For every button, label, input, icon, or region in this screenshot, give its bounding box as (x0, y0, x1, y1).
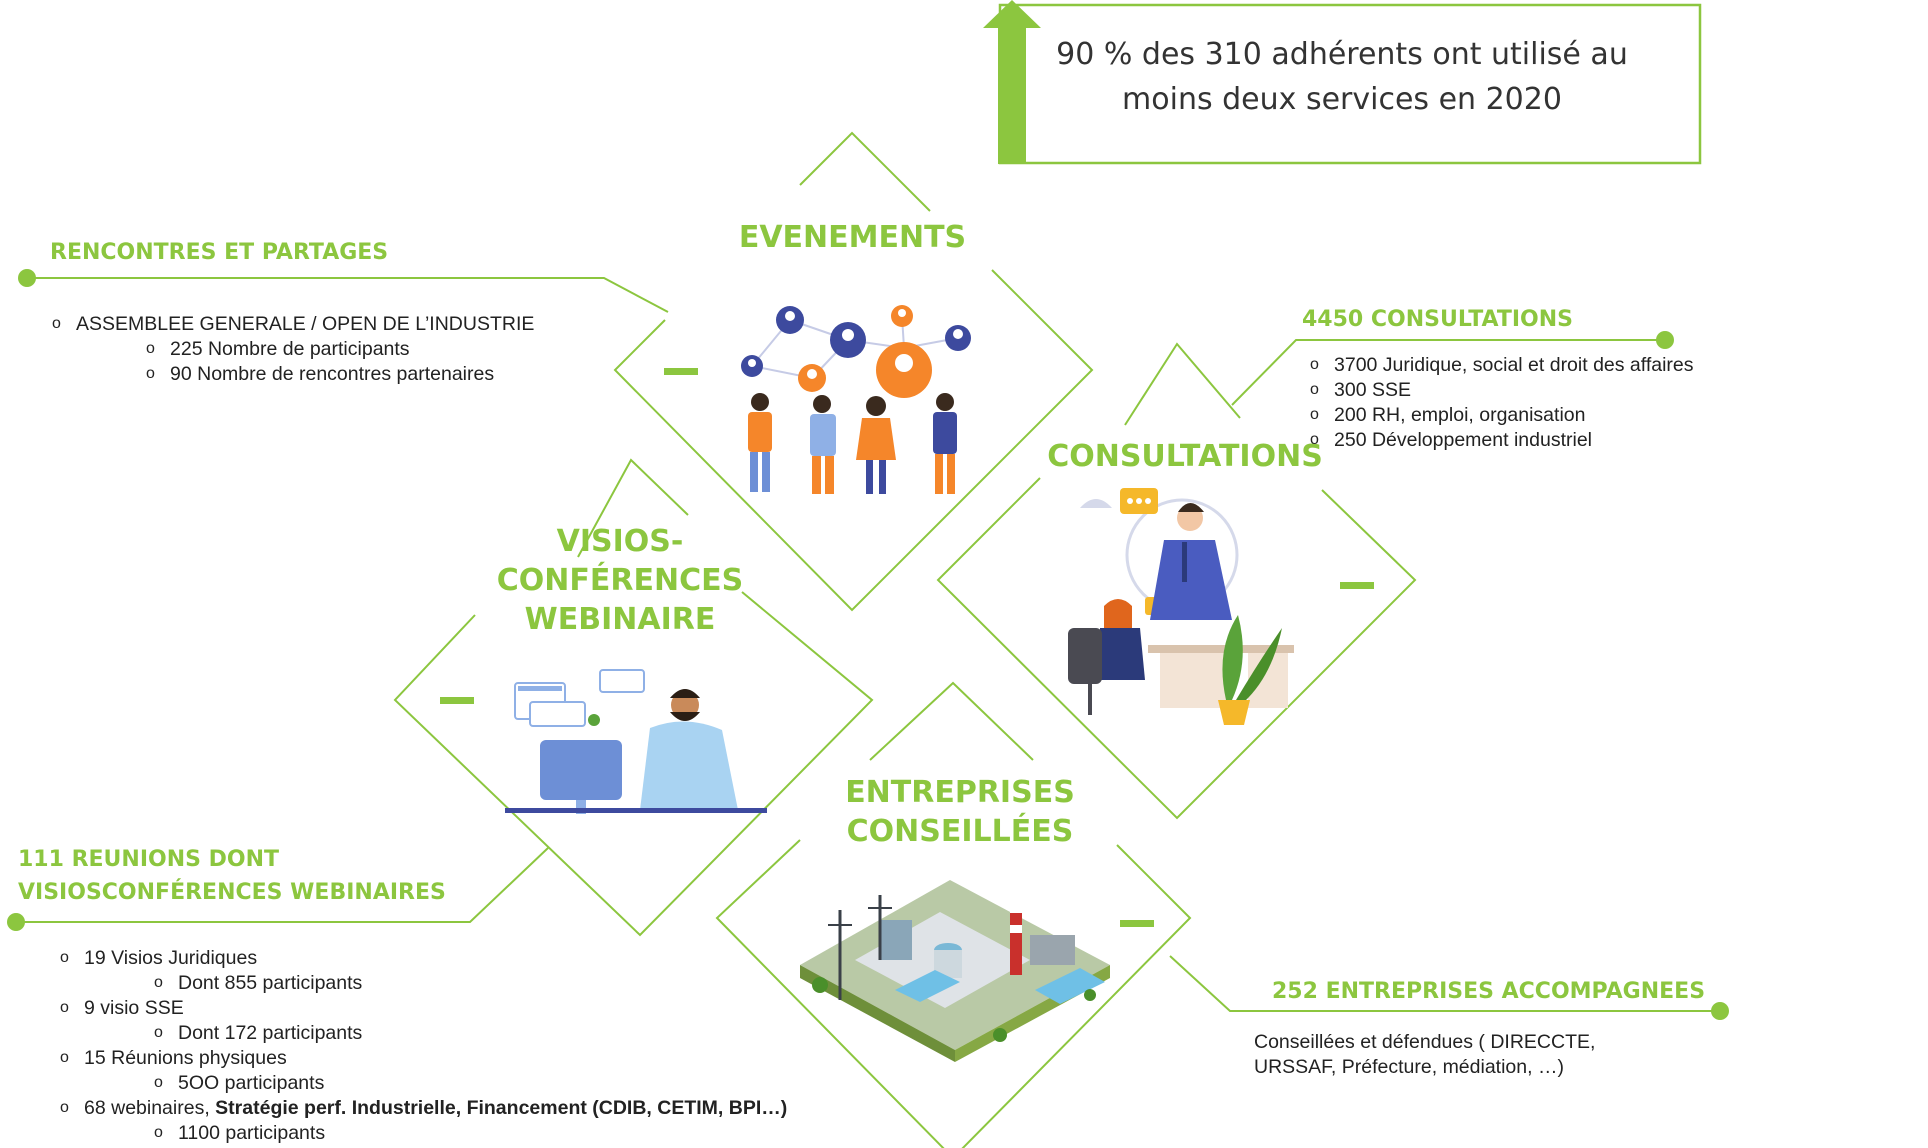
title-entreprises-line: CONSEILLÉES (846, 814, 1074, 849)
title-consultations: CONSULTATIONS (1047, 439, 1323, 474)
office-illustration (1068, 488, 1294, 725)
consultations-list: 3700 Juridique, social et droit des affa… (1310, 352, 1770, 453)
list-item-label: ASSEMBLEE GENERALE / OPEN DE L’INDUSTRIE (76, 313, 535, 335)
list-subitem: 225 Nombre de participants (146, 336, 612, 362)
reunions-title-line: 111 REUNIONS DONT (18, 847, 280, 872)
list-item: 9 visio SSE Dont 172 participants (60, 995, 880, 1046)
up-arrow-icon (983, 0, 1041, 164)
people-network-illustration (741, 305, 971, 494)
list-item-label: 15 Réunions physiques (84, 1047, 287, 1069)
connector-dot (18, 269, 36, 287)
list-item: 68 webinaires, Stratégie perf. Industrie… (60, 1095, 880, 1146)
entreprises-text-line: URSSAF, Préfecture, médiation, …) (1254, 1056, 1564, 1078)
list-subitem: 90 Nombre de rencontres partenaires (146, 361, 612, 387)
title-entreprises-line: ENTREPRISES (845, 775, 1075, 810)
list-item: 3700 Juridique, social et droit des affa… (1310, 352, 1770, 378)
entreprises-title: 252 ENTREPRISES ACCOMPAGNEES (1272, 979, 1706, 1004)
dash-marker (664, 368, 698, 375)
diamond-evenements-edge (799, 131, 931, 212)
diamond-entreprises-edge (869, 681, 1034, 761)
title-visios-line: CONFÉRENCES (496, 563, 744, 598)
diamond-evenements-edge (613, 269, 1094, 612)
list-item: 19 Visios Juridiques Dont 855 participan… (60, 945, 880, 996)
entreprises-text-line: Conseillées et défendues ( DIRECCTE, (1254, 1031, 1596, 1053)
list-subitem: Dont 172 participants (154, 1020, 880, 1046)
dash-marker (1120, 920, 1154, 927)
diamond-visios-edge (393, 591, 874, 937)
list-item: ASSEMBLEE GENERALE / OPEN DE L’INDUSTRIE… (52, 311, 612, 387)
entreprises-text: Conseillées et défendues ( DIRECCTE, URS… (1254, 1030, 1774, 1080)
dash-marker (440, 697, 474, 704)
diamond-consultations-edge (1124, 342, 1241, 426)
list-item: 300 SSE (1310, 377, 1770, 403)
diamond-visios-edge (577, 458, 689, 558)
title-entreprises: ENTREPRISES CONSEILLÉES (810, 773, 1110, 851)
video-call-illustration (505, 669, 767, 814)
dash-marker (1340, 582, 1374, 589)
list-item-label: 68 webinaires, (84, 1097, 216, 1119)
diamond-consultations-edge (936, 477, 1417, 820)
title-evenements: EVENEMENTS (738, 220, 967, 255)
list-subitem: 1100 participants (154, 1120, 880, 1146)
rencontres-title: RENCONTRES ET PARTAGES (50, 240, 389, 265)
consultations-title: 4450 CONSULTATIONS (1302, 307, 1574, 332)
connector-dot (7, 913, 25, 931)
reunions-title-line: VISIOSCONFÉRENCES WEBINAIRES (18, 880, 446, 905)
list-item: 15 Réunions physiques 5OO participants (60, 1045, 880, 1096)
title-visios: VISIOS- CONFÉRENCES WEBINAIRE (470, 522, 770, 639)
rencontres-list: ASSEMBLEE GENERALE / OPEN DE L’INDUSTRIE… (52, 311, 612, 387)
list-item-bold: Stratégie perf. Industrielle, Financemen… (215, 1097, 788, 1119)
connector-reunions (16, 847, 549, 923)
list-subitem: Dont 855 participants (154, 970, 880, 996)
list-subitem: 5OO participants (154, 1070, 880, 1096)
list-item-label: 9 visio SSE (84, 997, 184, 1019)
connector-consultations (1231, 339, 1665, 406)
list-item: 250 Développement industriel (1310, 427, 1770, 453)
connector-dot (1711, 1002, 1729, 1020)
title-visios-line: WEBINAIRE (524, 602, 716, 637)
connector-entreprises (1169, 955, 1720, 1012)
list-item-label: 19 Visios Juridiques (84, 947, 258, 969)
reunions-list: 19 Visios Juridiques Dont 855 participan… (60, 945, 880, 1146)
connector-rencontres (27, 277, 669, 313)
list-item: 200 RH, emploi, organisation (1310, 402, 1770, 428)
connector-dot (1656, 331, 1674, 349)
title-visios-line: VISIOS- (556, 524, 684, 559)
reunions-title: 111 REUNIONS DONT VISIOSCONFÉRENCES WEBI… (18, 843, 446, 909)
banner-text: 90 % des 310 adhérents ont utilisé au mo… (1056, 37, 1628, 117)
diamond-entreprises-edge (715, 839, 1192, 1148)
